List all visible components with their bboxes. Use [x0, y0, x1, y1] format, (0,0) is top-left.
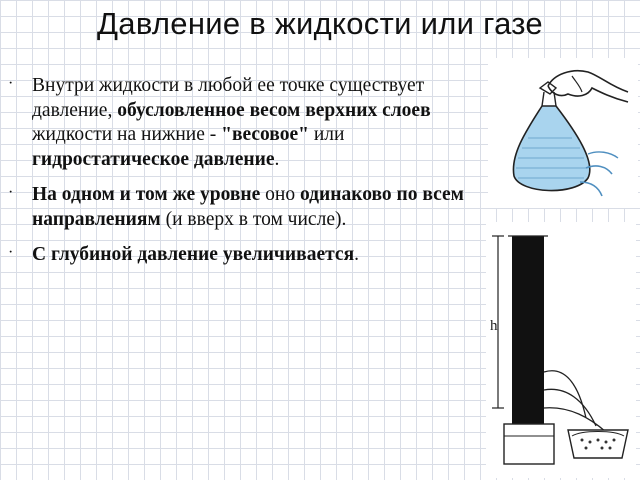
- bullet-text: С глубиной давление увеличивается.: [32, 244, 359, 265]
- bullet-marker: ·: [8, 184, 14, 201]
- height-label: h: [490, 318, 498, 334]
- bullet-marker: ·: [8, 244, 14, 261]
- water-bag-illustration: [488, 58, 638, 208]
- bullet-text: Внутри жидкости в любой ее точке существ…: [32, 75, 431, 170]
- slide-title: Давление в жидкости или газе: [97, 6, 543, 41]
- bullet-marker: ·: [8, 75, 14, 92]
- bullet-list: · Внутри жидкости в любой ее точке сущес…: [8, 74, 470, 279]
- liquid-column-illustration: h: [486, 222, 636, 478]
- bullet-depth: · С глубиной давление увеличивается.: [8, 243, 470, 268]
- bullet-same-level: · На одном и том же уровне оно одинаково…: [8, 183, 470, 232]
- bullet-text: На одном и том же уровне оно одинаково п…: [32, 184, 464, 230]
- bullet-hydrostatic-pressure: · Внутри жидкости в любой ее точке сущес…: [8, 74, 470, 172]
